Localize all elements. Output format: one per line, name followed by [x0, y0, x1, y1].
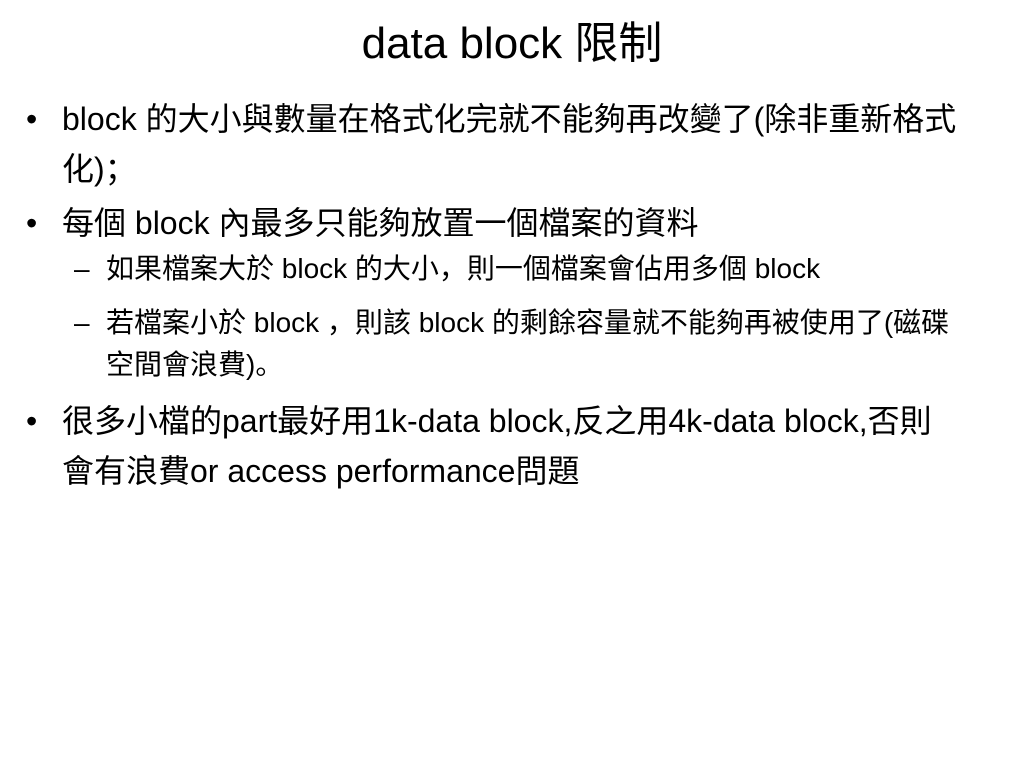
bullet-item: • 很多小檔的part最好用1k-data block,反之用4k-data b… [22, 396, 962, 496]
dash-icon: – [74, 253, 90, 284]
sub-bullet-text: 若檔案小於 block ，則該 block 的剩餘容量就不能夠再被使用了(磁碟空… [106, 307, 950, 380]
bullet-dot-icon: • [26, 205, 38, 241]
sub-bullet-text: 如果檔案大於 block 的大小，則一個檔案會佔用多個 block [106, 253, 821, 284]
slide-content: • block 的大小與數量在格式化完就不能夠再改變了(除非重新格式化)； • … [22, 94, 962, 496]
bullet-item: • 每個 block 內最多只能夠放置一個檔案的資料 [22, 198, 962, 248]
bullet-dot-icon: • [26, 403, 38, 439]
bullet-text: 每個 block 內最多只能夠放置一個檔案的資料 [62, 205, 699, 241]
bullet-text: block 的大小與數量在格式化完就不能夠再改變了(除非重新格式化)； [62, 101, 957, 187]
sub-bullet-item: – 如果檔案大於 block 的大小，則一個檔案會佔用多個 block [22, 248, 962, 290]
bullet-text: 很多小檔的part最好用1k-data block,反之用4k-data blo… [62, 403, 932, 489]
slide-title: data block 限制 [361, 19, 663, 68]
sub-bullet-item: – 若檔案小於 block ，則該 block 的剩餘容量就不能夠再被使用了(磁… [22, 302, 962, 386]
bullet-item: • block 的大小與數量在格式化完就不能夠再改變了(除非重新格式化)； [22, 94, 962, 194]
bullet-dot-icon: • [26, 101, 38, 137]
dash-icon: – [74, 307, 90, 338]
